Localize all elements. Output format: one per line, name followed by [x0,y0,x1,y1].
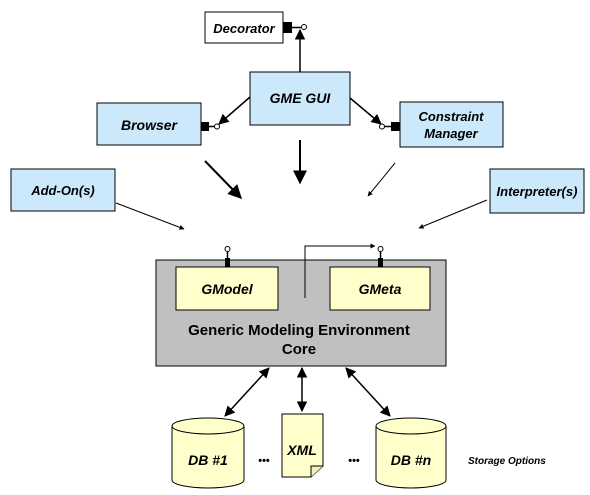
ellipsis-right: ••• [348,455,360,467]
interpreters-box: Interpreter(s) [489,168,585,214]
gme-gui-label: GME GUI [270,90,332,106]
arrow-gui-to-browser [218,96,251,125]
constraint-manager-label-line2: Manager [424,126,478,141]
arrow-core-db1 [224,367,270,417]
browser-socket [201,122,220,131]
core-title-line2: Core [282,341,316,358]
constraint-manager-socket [379,122,400,131]
decorator-socket [283,22,307,33]
arrow-add-ons-to-core [115,202,185,230]
arrow-constraint-manager-to-core [367,162,396,197]
constraint-manager-box: Constraint Manager [399,101,504,148]
storage-options-caption: Storage Options [468,456,546,467]
gme-gui-box: GME GUI [249,71,351,126]
gmeta-label: GMeta [359,281,402,297]
arrow-gmodel-to-gmeta [304,243,376,298]
db1-cylinder: DB #1 [171,417,245,489]
dbn-label: DB #n [391,452,431,468]
ellipsis-left: ••• [258,455,270,467]
decorator-label: Decorator [213,21,275,36]
gmodel-label: GModel [201,281,253,297]
browser-label: Browser [121,117,179,133]
interpreters-label: Interpreter(s) [497,184,578,199]
core-title-line1: Generic Modeling Environment [188,322,410,339]
add-ons-box: Add-On(s) [10,168,116,212]
xml-label: XML [286,442,317,458]
arrow-gui-to-constraint-manager [349,97,382,125]
gmodel-box: GModel [175,266,279,311]
arrow-interpreters-to-core [418,199,488,229]
dbn-cylinder: DB #n [375,417,447,489]
gmeta-box: GMeta [329,266,431,311]
gmodel-socket [224,246,231,267]
decorator-box: Decorator [204,11,284,44]
constraint-manager-label-line1: Constraint [419,109,485,124]
browser-box: Browser [96,102,202,146]
arrow-core-dbn [345,367,391,417]
gmeta-socket [377,246,384,267]
xml-document: XML [281,413,324,478]
add-ons-label: Add-On(s) [30,183,95,198]
arrow-browser-to-core [204,160,242,200]
db1-label: DB #1 [188,452,228,468]
